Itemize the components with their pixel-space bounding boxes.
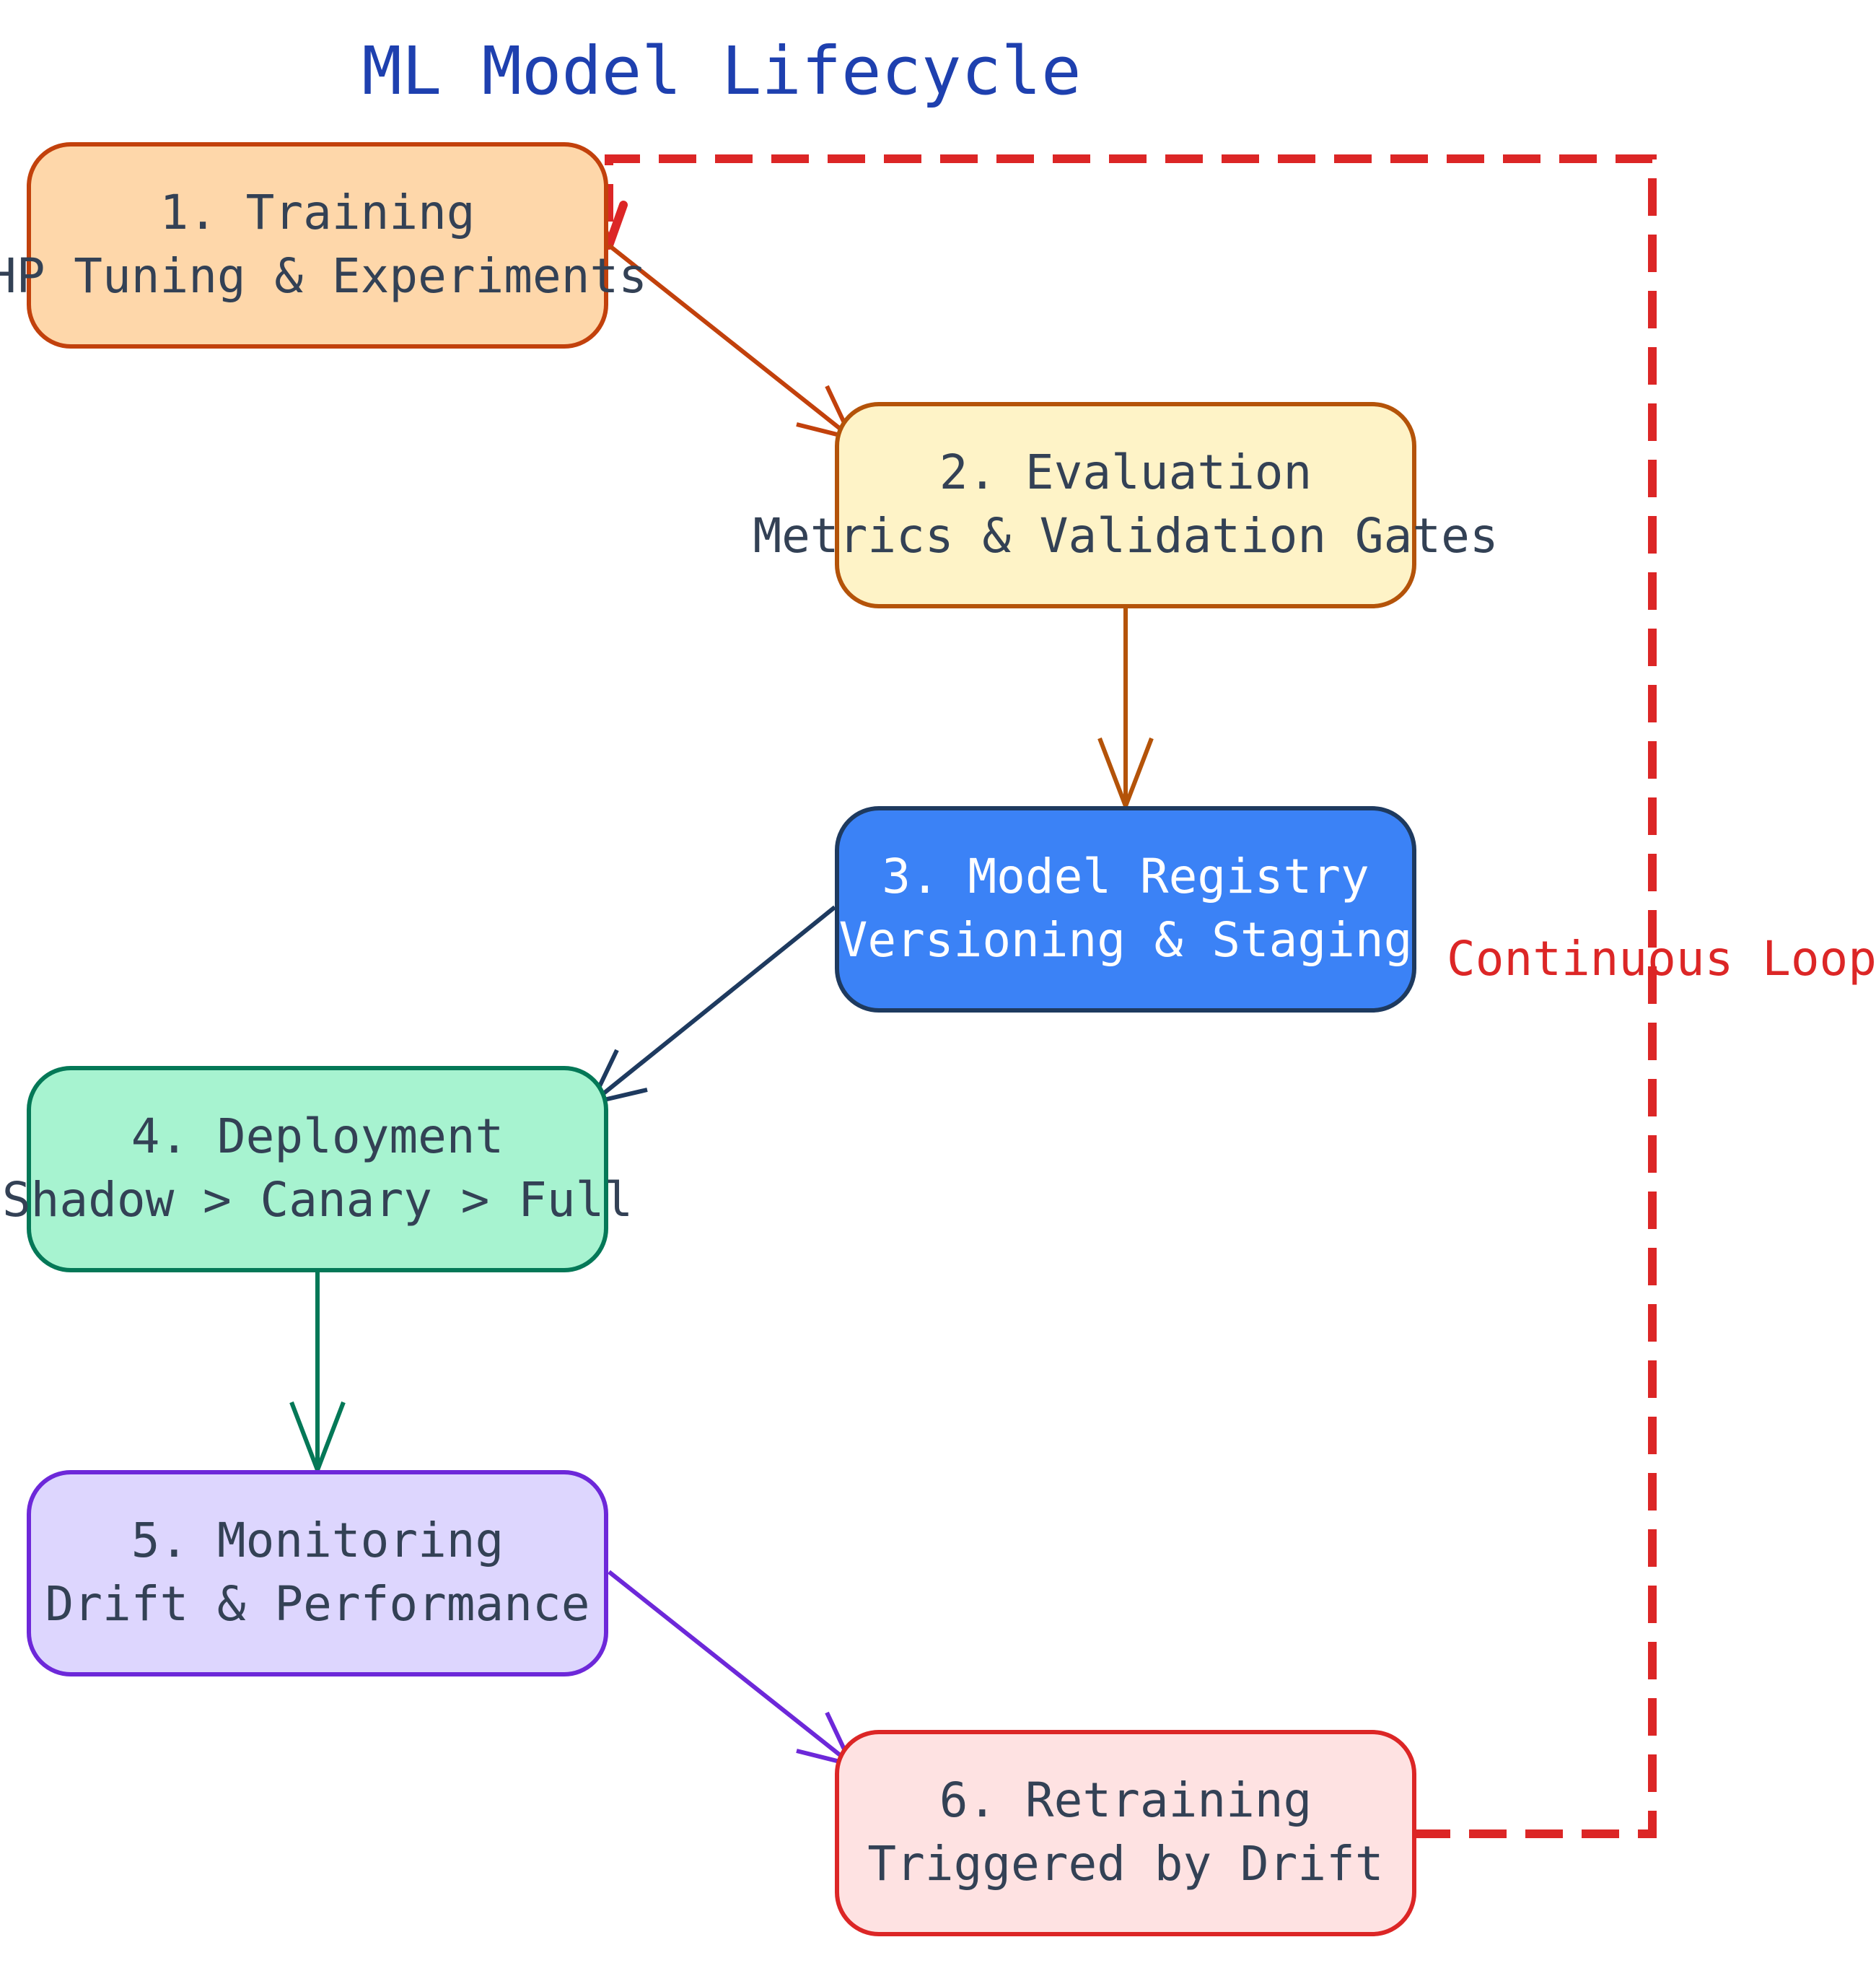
node-deployment-title: 4. Deployment <box>131 1109 504 1164</box>
node-monitoring-title: 5. Monitoring <box>131 1513 504 1568</box>
node-deployment: 4. Deployment Shadow > Canary > Full <box>2 1066 633 1272</box>
node-evaluation-subtitle: Metrics & Validation Gates <box>753 508 1498 564</box>
node-retraining-subtitle: Triggered by Drift <box>867 1836 1383 1892</box>
node-training-title: 1. Training <box>159 185 475 240</box>
node-training: 1. Training HP Tuning & Experiments <box>0 142 647 349</box>
node-registry: 3. Model Registry Versioning & Staging <box>835 806 1416 1013</box>
node-evaluation-box <box>835 402 1416 608</box>
node-evaluation: 2. Evaluation Metrics & Validation Gates <box>753 402 1499 608</box>
node-retraining-box <box>835 1730 1416 1936</box>
node-registry-box <box>835 806 1416 1013</box>
diagram-title: ML Model Lifecycle <box>362 32 1082 110</box>
node-evaluation-title: 2. Evaluation <box>939 445 1312 500</box>
node-monitoring-box <box>27 1470 608 1676</box>
feedback-loop: Continuous Loop <box>590 154 1876 1838</box>
loop-dashed-line <box>605 154 1657 1838</box>
nodes: 1. Training HP Tuning & Experiments 2. E… <box>0 142 1499 1936</box>
node-monitoring: 5. Monitoring Drift & Performance <box>27 1470 608 1676</box>
node-registry-title: 3. Model Registry <box>882 849 1369 904</box>
edge-registry-deployment <box>587 905 836 1106</box>
edge-monitoring-retraining <box>608 1570 856 1768</box>
node-deployment-subtitle: Shadow > Canary > Full <box>2 1172 633 1228</box>
node-training-subtitle: HP Tuning & Experiments <box>0 248 647 304</box>
node-registry-subtitle: Versioning & Staging <box>839 912 1413 968</box>
edge-deployment-monitoring <box>289 1272 346 1477</box>
node-retraining-title: 6. Retraining <box>939 1772 1312 1828</box>
node-training-box <box>27 142 608 349</box>
node-deployment-box <box>27 1066 608 1272</box>
loop-label: Continuous Loop <box>1447 931 1876 987</box>
edge-evaluation-registry <box>1097 608 1154 813</box>
node-monitoring-subtitle: Drift & Performance <box>45 1576 590 1632</box>
node-retraining: 6. Retraining Triggered by Drift <box>835 1730 1416 1936</box>
